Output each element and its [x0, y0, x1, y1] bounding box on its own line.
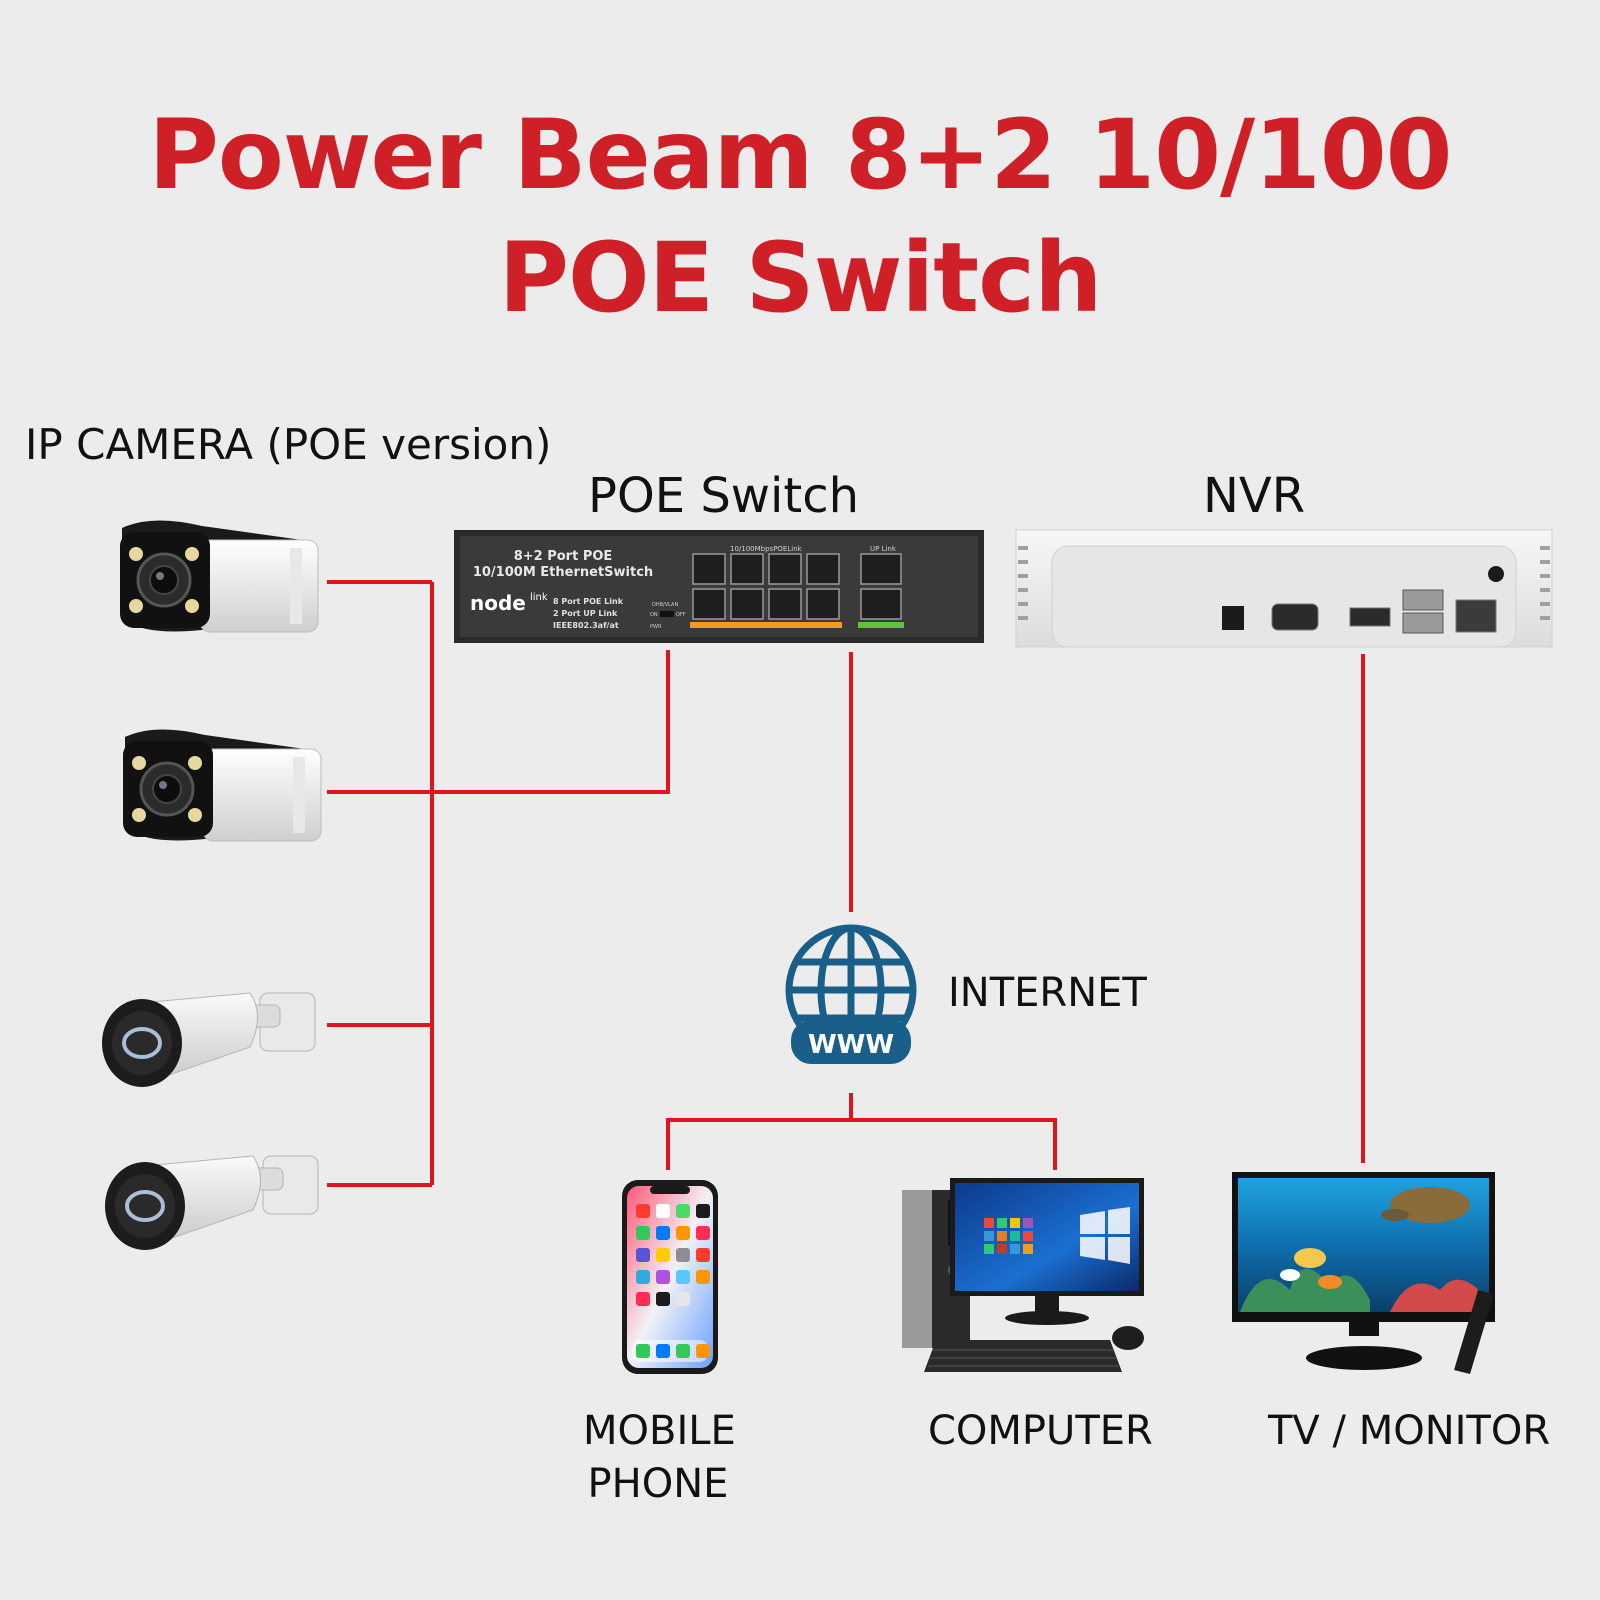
mobile-label-line1: MOBILE	[583, 1408, 736, 1454]
nvr-label: NVR	[1203, 468, 1306, 524]
switch-off-label: OFF	[676, 612, 686, 618]
switch-port-header: 10/100MbpsPOELink	[730, 545, 803, 553]
switch-spec-3: IEEE802.3af/at	[553, 621, 619, 630]
camera-icon	[120, 520, 319, 633]
switch-toggle-label: DHB/VLAN	[652, 602, 678, 608]
switch-uplink-header: UP Link	[870, 545, 897, 553]
camera-icon	[102, 992, 316, 1087]
switch-spec-2: 2 Port UP Link	[553, 609, 618, 618]
computer-icon	[902, 1178, 1144, 1372]
switch-brand: node	[470, 591, 526, 615]
page-title-line2: POE Switch	[498, 222, 1103, 334]
camera2-link	[327, 650, 670, 794]
connection-lines	[327, 580, 1365, 1187]
camera-icon	[105, 1155, 319, 1250]
poe-switch-label: POE Switch	[588, 468, 860, 524]
switch-model-line1: 8+2 Port POE	[514, 549, 613, 564]
switch-model-line2: 10/100M EthernetSwitch	[473, 565, 653, 580]
tv-monitor-label: TV / MONITOR	[1268, 1408, 1551, 1454]
switch-brand-sup: link	[530, 592, 548, 603]
phone-icon	[622, 1180, 718, 1374]
poe-ports	[692, 553, 902, 620]
page-title-line1: Power Beam 8+2 10/100	[148, 99, 1453, 211]
internet-label: INTERNET	[948, 970, 1147, 1016]
camera-icon	[123, 729, 322, 842]
globe-www-text: WWW	[808, 1030, 894, 1060]
globe-icon: WWW	[785, 924, 917, 1064]
switch-pwr-label: PWR	[650, 624, 662, 630]
internet-branch	[666, 1093, 1057, 1170]
computer-label: COMPUTER	[928, 1408, 1153, 1454]
mobile-label-line2: PHONE	[587, 1461, 729, 1507]
switch-on-label: ON	[650, 612, 658, 618]
nvr-device	[1015, 529, 1553, 648]
switch-device: 8+2 Port POE 10/100M EthernetSwitch node…	[454, 530, 984, 643]
ip-camera-label: IP CAMERA (POE version)	[25, 420, 552, 469]
switch-spec-1: 8 Port POE Link	[553, 597, 624, 606]
monitor-icon	[1232, 1172, 1495, 1374]
